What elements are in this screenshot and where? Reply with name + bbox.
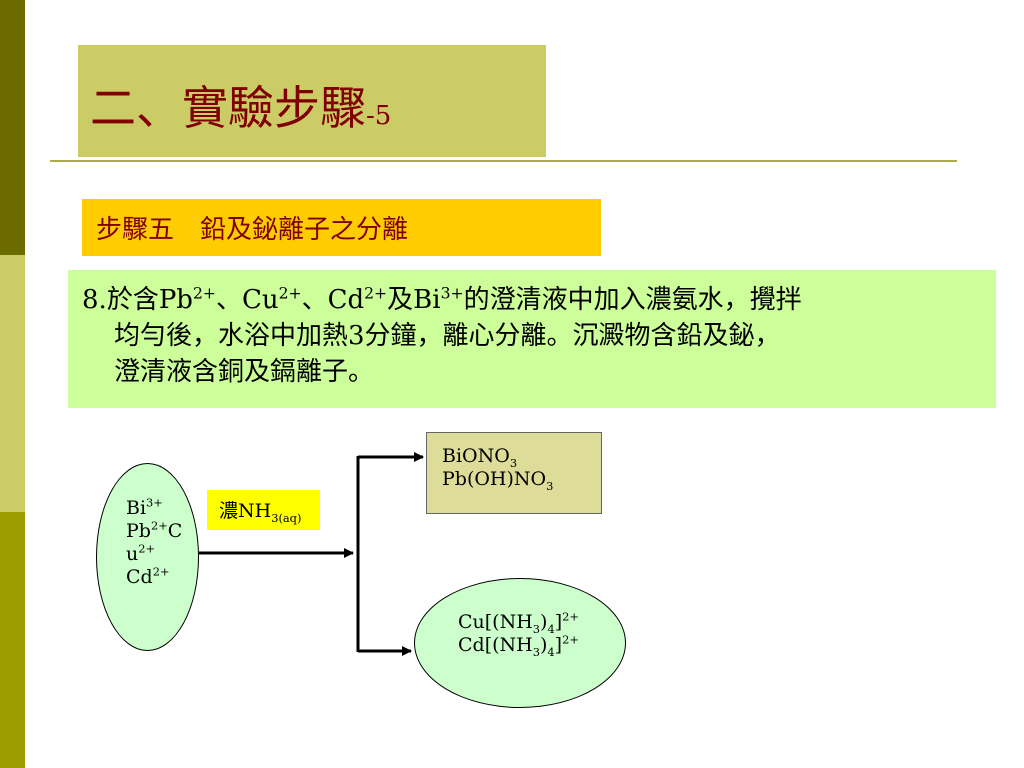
- complex-cu: Cu[(NH3)4]2+: [458, 609, 579, 636]
- slide-title-suffix: -5: [366, 101, 392, 131]
- complex-text: ): [540, 611, 548, 633]
- slide-title-main: 二、實驗步驟: [90, 81, 366, 135]
- procedure-line-2: 均勻後，水浴中加熱3分鐘，離心分離。沉澱物含鉛及鉍，: [114, 321, 781, 351]
- ion-symbol: Pb: [126, 520, 151, 542]
- complex-text: ]: [554, 611, 563, 633]
- compound-subscript: 3: [546, 478, 554, 493]
- procedure-line-1: 8.於含Pb2+、Cu2+、Cd2+及Bi3+的澄清液中加入濃氨水，攪拌: [82, 282, 976, 318]
- complex-cd: Cd[(NH3)4]2+: [458, 632, 579, 659]
- charge-superscript: 2+: [152, 564, 170, 579]
- slide-title: 二、實驗步驟-5: [90, 85, 391, 131]
- ion-symbol: C: [167, 520, 183, 542]
- complex-text: Cu[(NH: [458, 611, 533, 633]
- compound-text: Pb(OH)NO: [442, 468, 547, 490]
- compound-text: BiONO: [442, 445, 510, 467]
- precipitate-pbohno3: Pb(OH)NO3: [442, 468, 553, 491]
- charge-superscript: 2+: [278, 284, 302, 303]
- ion-cu: u2+: [126, 543, 182, 566]
- step-label: 步驟五 鉛及鉍離子之分離: [82, 199, 601, 256]
- charge-superscript: 2+: [562, 632, 579, 647]
- starting-ions-ellipse: [96, 463, 199, 651]
- procedure-text: 、Cu: [215, 285, 279, 315]
- complex-subscript: 4: [547, 644, 555, 659]
- title-divider: [50, 160, 957, 162]
- charge-superscript: 2+: [150, 518, 168, 533]
- ion-symbol: u: [126, 543, 139, 565]
- precipitate-box: [426, 432, 602, 514]
- procedure-line-3: 澄清液含銅及鎘離子。: [114, 357, 375, 387]
- side-bar-middle: [0, 255, 25, 512]
- side-bar-top: [0, 0, 25, 255]
- procedure-text: 於含Pb: [106, 285, 193, 315]
- complex-text: ): [539, 634, 548, 656]
- ion-bi: Bi3+: [126, 497, 182, 520]
- charge-superscript: 2+: [138, 541, 156, 556]
- complex-text: Cd[(NH: [458, 634, 533, 656]
- procedure-text-box: 8.於含Pb2+、Cu2+、Cd2+及Bi3+的澄清液中加入濃氨水，攪拌 均勻後…: [68, 270, 996, 408]
- charge-superscript: 3+: [440, 284, 464, 303]
- ion-pb: Pb2+C: [126, 520, 182, 543]
- charge-superscript: 3+: [146, 495, 163, 510]
- charge-superscript: 2+: [192, 284, 216, 303]
- charge-superscript: 2+: [562, 609, 579, 624]
- complex-text: ]: [554, 634, 563, 656]
- precipitate-text: BiONO3 Pb(OH)NO3: [442, 445, 553, 491]
- reagent-label: 濃NH3(aq): [207, 490, 320, 530]
- charge-superscript: 2+: [364, 284, 388, 303]
- ion-symbol: Cd: [126, 566, 153, 588]
- compound-subscript: 3: [509, 455, 518, 470]
- solution-text: Cu[(NH3)4]2+ Cd[(NH3)4]2+: [458, 609, 579, 659]
- complex-subscript: 4: [547, 621, 555, 636]
- procedure-text: 的澄清液中加入濃氨水，攪拌: [463, 285, 802, 315]
- ion-symbol: Bi: [126, 497, 147, 519]
- starting-ions-text: Bi3+ Pb2+C u2+ Cd2+: [126, 497, 182, 589]
- procedure-text: 及Bi: [387, 285, 441, 315]
- precipitate-bionO3: BiONO3: [442, 445, 553, 468]
- complex-subscript: 3: [532, 644, 540, 659]
- side-bar-bottom: [0, 512, 25, 768]
- step-number: 8.: [82, 285, 107, 315]
- complex-subscript: 3: [532, 621, 541, 636]
- solution-ellipse: [414, 578, 626, 708]
- procedure-text: 、Cd: [301, 285, 365, 315]
- reagent-text: 濃NH: [219, 500, 272, 522]
- title-background: [78, 45, 546, 157]
- reagent-subscript: 3(aq): [271, 510, 302, 525]
- ion-cd: Cd2+: [126, 566, 182, 589]
